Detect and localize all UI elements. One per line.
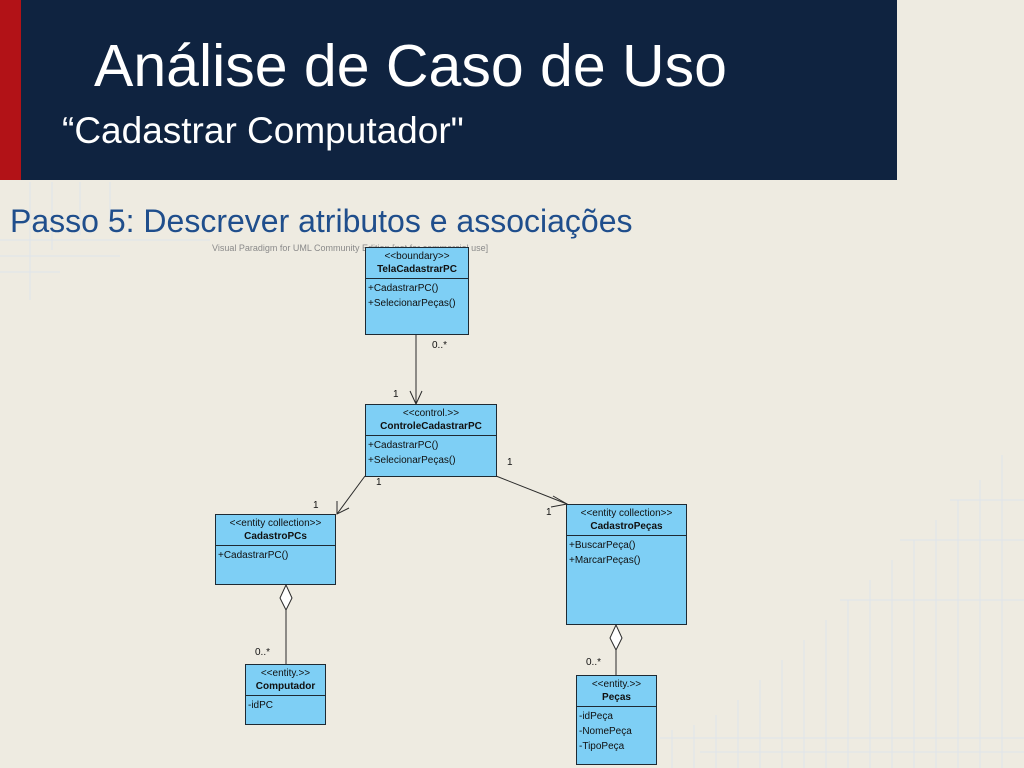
multiplicity-label: 0..* <box>432 340 448 351</box>
class-controle-cadastrar-pc: <<control.>> ControleCadastrarPC +Cadast… <box>365 404 497 477</box>
class-stereotype: <<boundary>> <box>384 251 450 262</box>
multiplicity-label: 1 <box>313 500 319 511</box>
multiplicity-label: 1 <box>546 507 552 518</box>
class-pecas: <<entity.>> Peças -idPeça -NomePeça -Tip… <box>576 675 657 765</box>
class-cadastro-pcs: <<entity collection>> CadastroPCs +Cadas… <box>215 514 336 585</box>
class-members: -idPC <box>246 696 325 715</box>
class-header: <<entity collection>> CadastroPeças <box>567 505 686 536</box>
class-member: +CadastrarPC() <box>218 550 289 561</box>
class-member: +CadastrarPC() <box>368 440 439 451</box>
slide-title: Análise de Caso de Uso <box>94 33 727 99</box>
class-name: CadastroPeças <box>590 521 663 532</box>
class-member: -TipoPeça <box>579 741 625 752</box>
multiplicity-label: 0..* <box>255 647 271 658</box>
assoc-controle-cadastropcs <box>336 475 366 515</box>
class-header: <<boundary>> TelaCadastrarPC <box>366 248 468 279</box>
header-accent-bar <box>0 0 21 180</box>
class-header: <<entity.>> Peças <box>577 676 656 707</box>
class-stereotype: <<entity.>> <box>260 668 311 679</box>
class-computador: <<entity.>> Computador -idPC <box>245 664 326 725</box>
class-member: +BuscarPeça() <box>569 540 636 551</box>
class-cadastro-pecas: <<entity collection>> CadastroPeças +Bus… <box>566 504 687 625</box>
class-member: -idPC <box>248 700 274 711</box>
multiplicity-label: 1 <box>393 389 399 400</box>
step-heading: Passo 5: Descrever atributos e associaçõ… <box>10 203 633 239</box>
slide-subtitle: “Cadastrar Computador" <box>62 110 464 151</box>
class-name: Peças <box>602 692 631 703</box>
class-name: ControleCadastrarPC <box>380 421 482 432</box>
class-name: CadastroPCs <box>244 531 307 542</box>
class-tela-cadastrar-pc: <<boundary>> TelaCadastrarPC +CadastrarP… <box>365 247 469 335</box>
class-name: TelaCadastrarPC <box>377 264 457 275</box>
class-members: +CadastrarPC() +SelecionarPeças() <box>366 279 468 313</box>
class-stereotype: <<entity collection>> <box>580 508 673 519</box>
multiplicity-label: 1 <box>376 477 382 488</box>
class-header: <<entity collection>> CadastroPCs <box>216 515 335 546</box>
multiplicity-label: 1 <box>507 457 513 468</box>
class-header: <<control.>> ControleCadastrarPC <box>366 405 496 436</box>
class-name: Computador <box>255 681 316 692</box>
arrowhead-cadastropecas <box>550 495 569 508</box>
class-stereotype: <<entity collection>> <box>229 518 322 529</box>
class-stereotype: <<control.>> <box>402 408 460 419</box>
class-member: +CadastrarPC() <box>368 283 439 294</box>
aggregation-diamond-computador <box>279 583 293 612</box>
class-members: +CadastrarPC() +SelecionarPeças() <box>366 436 496 470</box>
arrowhead-cadastropcs <box>336 501 350 515</box>
class-stereotype: <<entity.>> <box>591 679 642 690</box>
class-member: +SelecionarPeças() <box>368 298 456 309</box>
tool-watermark: Visual Paradigm for UML Community Editio… <box>212 243 489 253</box>
class-header: <<entity.>> Computador <box>246 665 325 696</box>
assoc-controle-cadastropecas <box>495 475 568 505</box>
class-members: +CadastrarPC() <box>216 546 335 565</box>
multiplicity-label: 0..* <box>586 657 602 668</box>
class-members: +BuscarPeça() +MarcarPeças() <box>567 536 686 570</box>
class-member: -NomePeça <box>579 726 632 737</box>
class-member: +MarcarPeças() <box>569 555 641 566</box>
class-member: -idPeça <box>579 711 613 722</box>
slide-header <box>0 0 897 180</box>
class-member: +SelecionarPeças() <box>368 455 456 466</box>
aggregation-diamond-pecas <box>609 623 623 652</box>
class-members: -idPeça -NomePeça -TipoPeça <box>577 707 656 756</box>
